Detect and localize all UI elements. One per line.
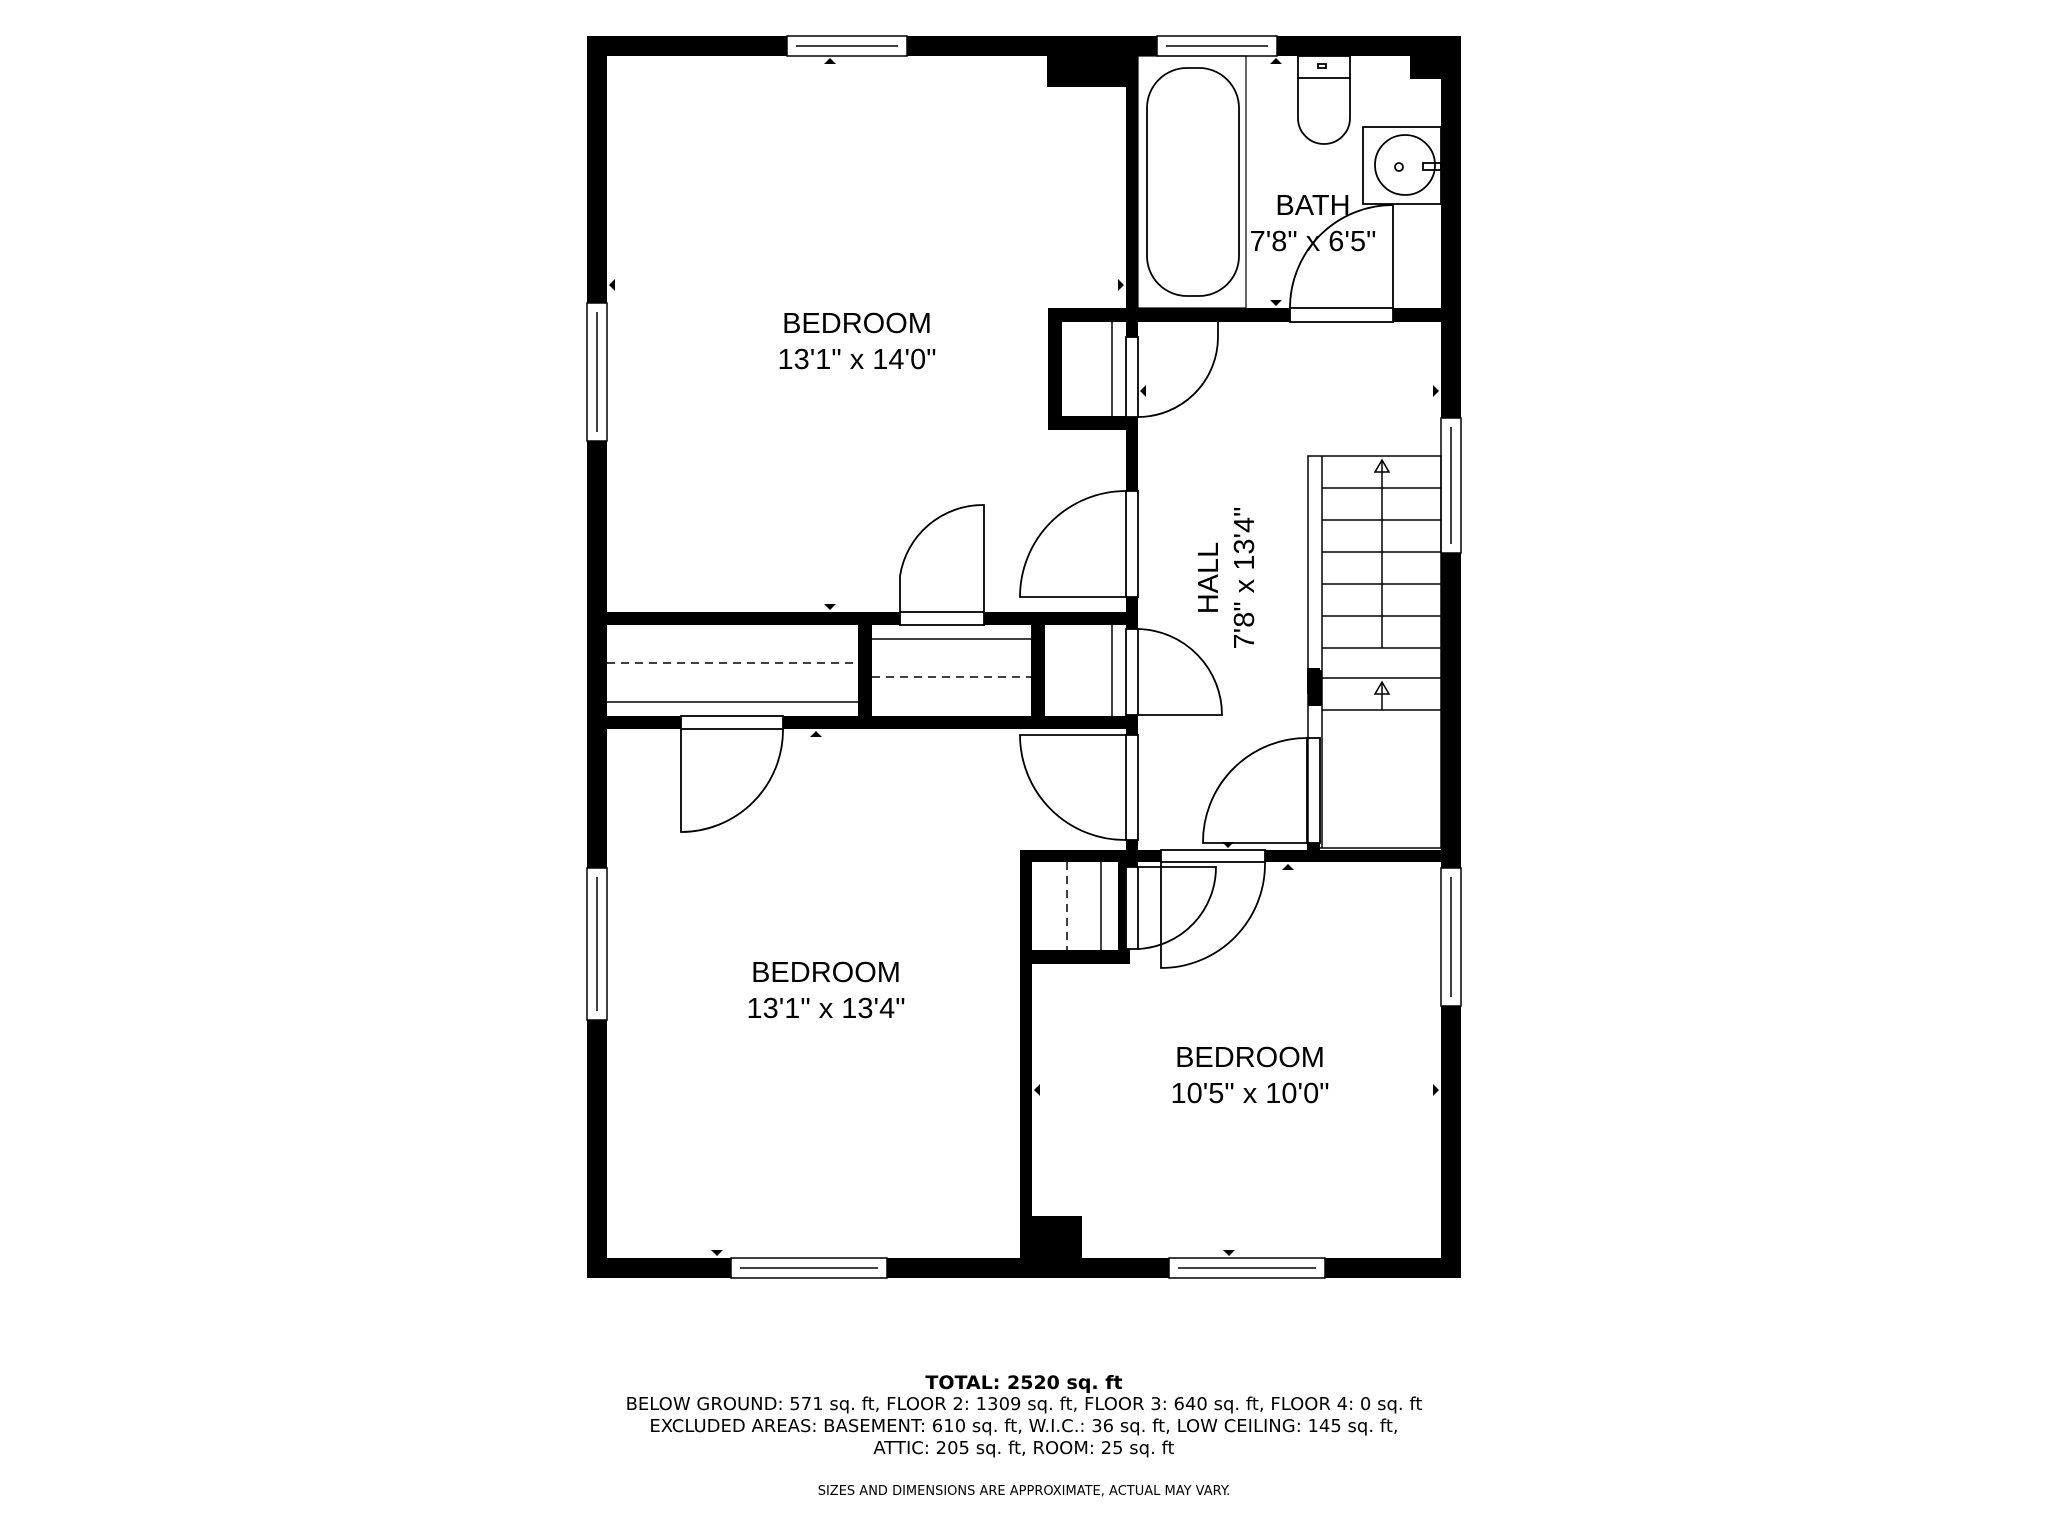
bath-fixtures	[1137, 55, 1442, 309]
room-dimensions: 13'1" x 13'4"	[746, 993, 906, 1025]
area-summary: TOTAL: 2520 sq. ft BELOW GROUND: 571 sq.…	[0, 1372, 2048, 1499]
room-dimensions: 7'8" x 13'4"	[1229, 506, 1261, 650]
doors	[680, 204, 1394, 969]
room-dimensions: 13'1" x 14'0"	[777, 344, 937, 376]
room-dimensions: 10'5" x 10'0"	[1170, 1078, 1330, 1110]
room-name: BEDROOM	[751, 957, 901, 989]
excluded-areas: EXCLUDED AREAS: BASEMENT: 610 sq. ft, W.…	[649, 1416, 1399, 1437]
room-label-bedroom-1: BEDROOM 13'1" x 14'0"	[777, 306, 937, 378]
disclaimer: SIZES AND DIMENSIONS ARE APPROXIMATE, AC…	[817, 1484, 1231, 1499]
floor-areas: BELOW GROUND: 571 sq. ft, FLOOR 2: 1309 …	[625, 1394, 1423, 1415]
room-name: HALL	[1193, 541, 1225, 615]
windows	[586, 35, 1462, 1279]
room-name: BATH	[1275, 190, 1351, 222]
room-name: BEDROOM	[782, 308, 932, 340]
bathtub	[1146, 67, 1240, 297]
closet-details	[607, 322, 1113, 950]
excluded-areas-continued: ATTIC: 205 sq. ft, ROOM: 25 sq. ft	[873, 1438, 1175, 1459]
total-area: TOTAL: 2520 sq. ft	[925, 1372, 1123, 1394]
dimension-markers	[609, 58, 1439, 1256]
room-label-hall: HALL 7'8" x 13'4"	[1191, 478, 1263, 678]
room-label-bath: BATH 7'8" x 6'5"	[1248, 188, 1378, 260]
stairs	[1307, 455, 1442, 849]
room-label-bedroom-3: BEDROOM 10'5" x 10'0"	[1170, 1040, 1330, 1112]
room-name: BEDROOM	[1175, 1042, 1325, 1074]
room-dimensions: 7'8" x 6'5"	[1249, 226, 1377, 258]
room-label-bedroom-2: BEDROOM 13'1" x 13'4"	[746, 955, 906, 1027]
